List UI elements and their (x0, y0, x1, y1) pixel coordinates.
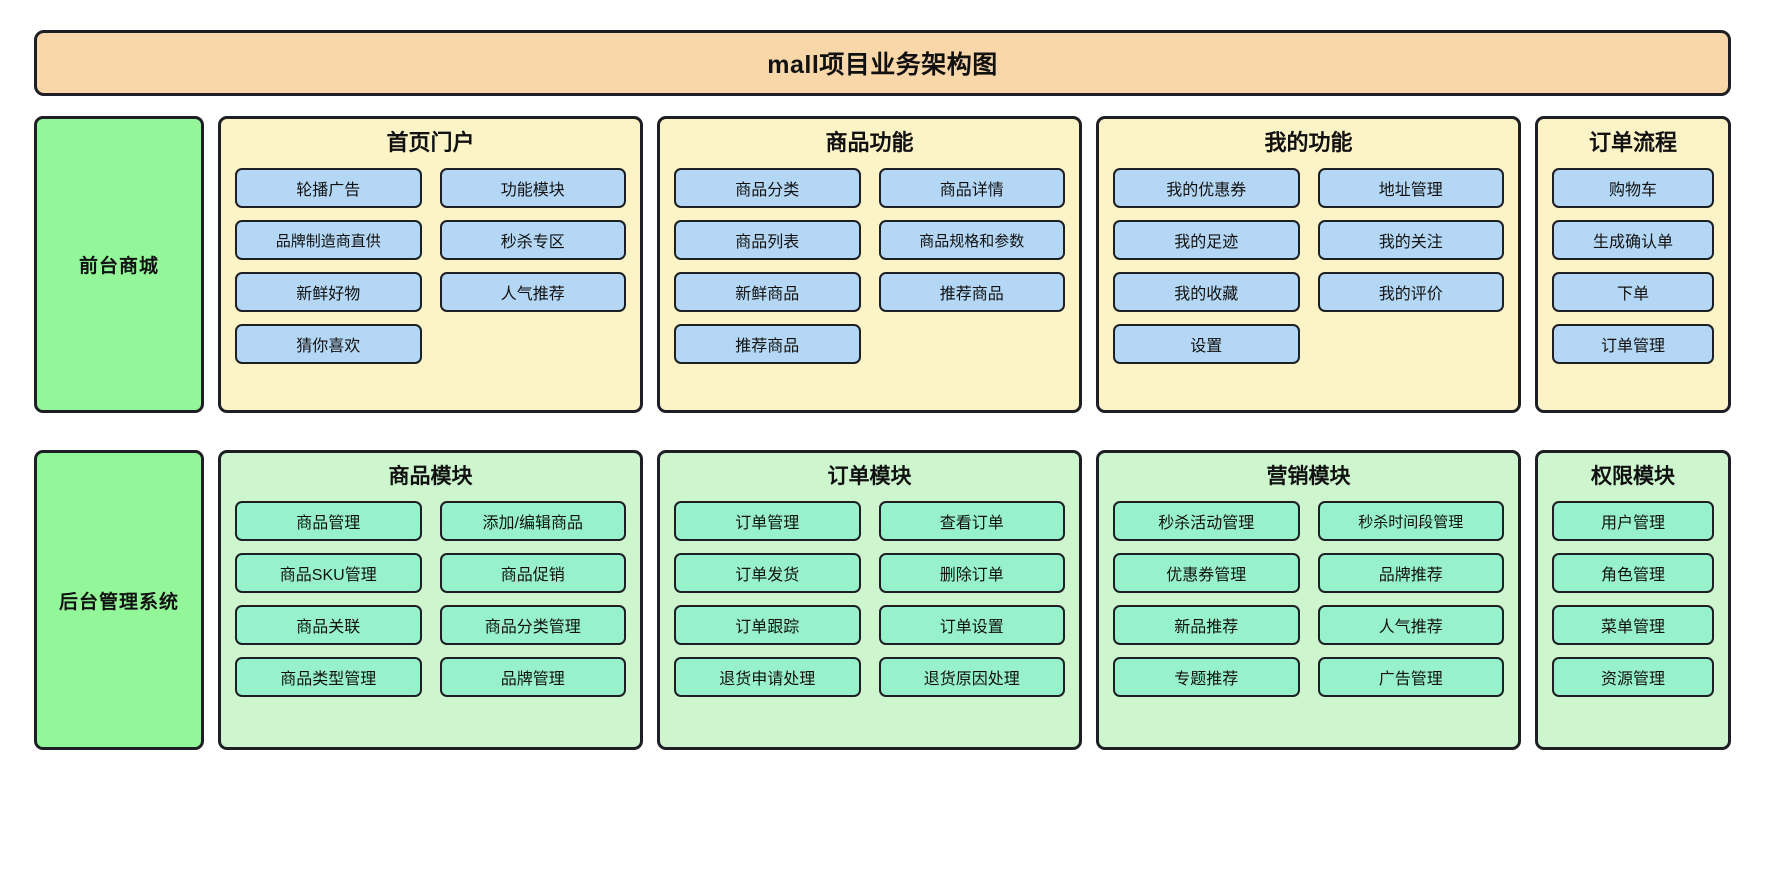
group-order-module: 订单模块 订单管理 查看订单 订单发货 删除订单 订单跟踪 订单设置 退货申请处… (657, 450, 1082, 750)
module-item[interactable]: 删除订单 (878, 553, 1065, 594)
module-item[interactable]: 订单跟踪 (674, 605, 861, 646)
module-item[interactable]: 添加/编辑商品 (439, 501, 626, 542)
tier-label-frontend-text: 前台商城 (78, 256, 159, 277)
module-item[interactable]: 订单发货 (674, 553, 861, 594)
module-item[interactable]: 新鲜商品 (674, 272, 861, 313)
module-item[interactable]: 商品管理 (235, 501, 422, 542)
module-item[interactable]: 退货申请处理 (674, 657, 861, 698)
module-item[interactable]: 菜单管理 (1552, 605, 1714, 646)
group-title-product-features: 商品功能 (825, 130, 914, 155)
diagram-title: mall项目业务架构图 (767, 51, 998, 79)
module-item[interactable]: 设置 (1113, 324, 1300, 365)
module-item[interactable]: 秒杀时间段管理 (1317, 501, 1504, 542)
group-product-features: 商品功能 商品分类 商品详情 商品列表 商品规格和参数 新鲜商品 推荐商品 推荐… (657, 116, 1082, 413)
group-items-marketing-module: 秒杀活动管理 秒杀时间段管理 优惠券管理 品牌推荐 新品推荐 人气推荐 专题推荐… (1113, 501, 1504, 698)
module-item[interactable]: 专题推荐 (1113, 657, 1300, 698)
module-item[interactable]: 秒杀活动管理 (1113, 501, 1300, 542)
module-item[interactable]: 品牌管理 (439, 657, 626, 698)
module-item[interactable]: 商品规格和参数 (878, 220, 1065, 261)
group-items-product-module: 商品管理 添加/编辑商品 商品SKU管理 商品促销 商品关联 商品分类管理 商品… (235, 501, 626, 698)
group-product-module: 商品模块 商品管理 添加/编辑商品 商品SKU管理 商品促销 商品关联 商品分类… (218, 450, 643, 750)
module-item[interactable]: 查看订单 (878, 501, 1065, 542)
tier-label-admin-text: 后台管理系统 (58, 591, 179, 613)
tier-label-admin: 后台管理系统 (34, 450, 204, 750)
group-title-product-module: 商品模块 (388, 465, 473, 488)
group-title-my-features: 我的功能 (1264, 130, 1353, 155)
module-item[interactable]: 品牌制造商直供 (235, 220, 422, 261)
module-item[interactable]: 下单 (1552, 272, 1714, 313)
module-item[interactable]: 轮播广告 (235, 168, 422, 209)
group-marketing-module: 营销模块 秒杀活动管理 秒杀时间段管理 优惠券管理 品牌推荐 新品推荐 人气推荐… (1096, 450, 1521, 750)
module-item[interactable]: 新品推荐 (1113, 605, 1300, 646)
module-item[interactable]: 我的优惠券 (1113, 168, 1300, 209)
module-item[interactable]: 人气推荐 (439, 272, 626, 313)
module-item[interactable]: 订单管理 (674, 501, 861, 542)
group-title-order-module: 订单模块 (827, 465, 912, 488)
module-item[interactable]: 用户管理 (1552, 501, 1714, 542)
module-item[interactable]: 我的评价 (1317, 272, 1504, 313)
module-item[interactable]: 地址管理 (1317, 168, 1504, 209)
module-item[interactable]: 退货原因处理 (878, 657, 1065, 698)
module-item[interactable]: 秒杀专区 (439, 220, 626, 261)
group-items-order-flow: 购物车 生成确认单 下单 订单管理 (1552, 168, 1714, 365)
group-title-order-flow: 订单流程 (1588, 130, 1677, 155)
module-item[interactable]: 新鲜好物 (235, 272, 422, 313)
group-items-product-features: 商品分类 商品详情 商品列表 商品规格和参数 新鲜商品 推荐商品 推荐商品 (674, 168, 1065, 365)
group-order-flow: 订单流程 购物车 生成确认单 下单 订单管理 (1535, 116, 1731, 413)
group-title-homepage-portal: 首页门户 (386, 130, 475, 155)
group-homepage-portal: 首页门户 轮播广告 功能模块 品牌制造商直供 秒杀专区 新鲜好物 人气推荐 猜你… (218, 116, 643, 413)
module-item[interactable]: 商品促销 (439, 553, 626, 594)
group-items-permission-module: 用户管理 角色管理 菜单管理 资源管理 (1552, 501, 1714, 698)
group-title-marketing-module: 营销模块 (1266, 465, 1351, 488)
module-item[interactable]: 角色管理 (1552, 553, 1714, 594)
module-item[interactable]: 订单管理 (1552, 324, 1714, 365)
module-item[interactable]: 商品关联 (235, 605, 422, 646)
group-my-features: 我的功能 我的优惠券 地址管理 我的足迹 我的关注 我的收藏 我的评价 设置 (1096, 116, 1521, 413)
module-item[interactable]: 生成确认单 (1552, 220, 1714, 261)
module-item[interactable]: 订单设置 (878, 605, 1065, 646)
module-item[interactable]: 推荐商品 (674, 324, 861, 365)
module-item[interactable]: 我的收藏 (1113, 272, 1300, 313)
module-item[interactable]: 推荐商品 (878, 272, 1065, 313)
module-item[interactable]: 功能模块 (439, 168, 626, 209)
module-item[interactable]: 我的足迹 (1113, 220, 1300, 261)
group-items-order-module: 订单管理 查看订单 订单发货 删除订单 订单跟踪 订单设置 退货申请处理 退货原… (674, 501, 1065, 698)
module-item[interactable]: 商品SKU管理 (235, 553, 422, 594)
tier-row-frontend: 前台商城 首页门户 轮播广告 功能模块 品牌制造商直供 秒杀专区 新鲜好物 人气… (34, 116, 1731, 413)
module-item[interactable]: 优惠券管理 (1113, 553, 1300, 594)
tier-label-frontend: 前台商城 (34, 116, 204, 413)
module-item[interactable]: 广告管理 (1317, 657, 1504, 698)
module-item[interactable]: 商品分类 (674, 168, 861, 209)
module-item[interactable]: 商品分类管理 (439, 605, 626, 646)
module-item[interactable]: 商品类型管理 (235, 657, 422, 698)
group-permission-module: 权限模块 用户管理 角色管理 菜单管理 资源管理 (1535, 450, 1731, 750)
tier-row-admin: 后台管理系统 商品模块 商品管理 添加/编辑商品 商品SKU管理 商品促销 商品… (34, 450, 1731, 750)
diagram-title-banner: mall项目业务架构图 (34, 30, 1731, 96)
module-item[interactable]: 购物车 (1552, 168, 1714, 209)
group-items-homepage-portal: 轮播广告 功能模块 品牌制造商直供 秒杀专区 新鲜好物 人气推荐 猜你喜欢 (235, 168, 626, 365)
module-item[interactable]: 商品列表 (674, 220, 861, 261)
module-item[interactable]: 我的关注 (1317, 220, 1504, 261)
module-item[interactable]: 资源管理 (1552, 657, 1714, 698)
group-title-permission-module: 权限模块 (1591, 465, 1675, 488)
module-item[interactable]: 猜你喜欢 (235, 324, 422, 365)
group-items-my-features: 我的优惠券 地址管理 我的足迹 我的关注 我的收藏 我的评价 设置 (1113, 168, 1504, 365)
module-item[interactable]: 商品详情 (878, 168, 1065, 209)
module-item[interactable]: 品牌推荐 (1317, 553, 1504, 594)
module-item[interactable]: 人气推荐 (1317, 605, 1504, 646)
